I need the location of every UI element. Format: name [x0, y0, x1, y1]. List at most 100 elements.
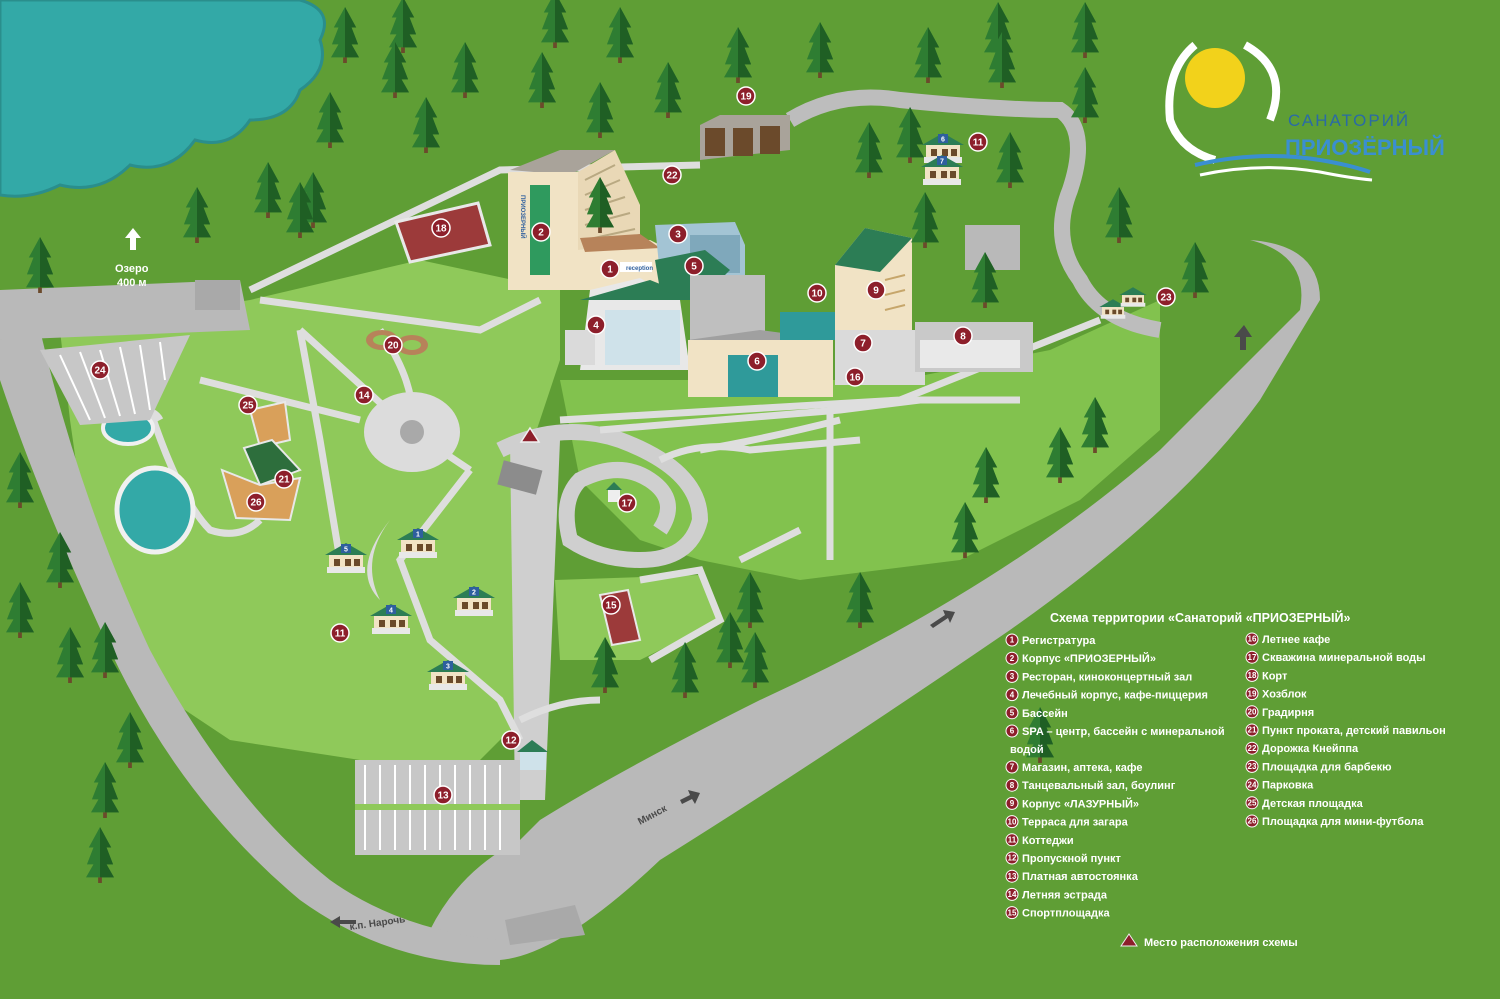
cottage-icon[interactable]: 5 — [325, 543, 367, 573]
legend-item-label: SPA – центр, бассейн с минеральной — [1022, 726, 1225, 738]
map-marker-number: 7 — [860, 339, 866, 350]
legend-item-label: Летнее кафе — [1262, 634, 1330, 646]
map-marker-13[interactable]: 13 — [433, 785, 453, 805]
map-marker-3[interactable]: 3 — [668, 224, 688, 244]
cottage-number: 3 — [446, 664, 450, 671]
map-marker-number: 16 — [849, 373, 861, 384]
map-marker-16[interactable]: 16 — [845, 367, 865, 387]
map-marker-11[interactable]: 11 — [968, 132, 988, 152]
cottage-number: 1 — [416, 532, 420, 539]
direction-arrow-icon — [330, 916, 356, 928]
map-marker-20[interactable]: 20 — [383, 335, 403, 355]
logo-line-1: САНАТОРИЙ — [1288, 111, 1410, 130]
cottage-icon[interactable]: 4 — [370, 604, 412, 634]
building-lazurny — [835, 228, 912, 330]
map-marker-number: 8 — [960, 332, 966, 343]
checkpoint-building — [517, 740, 548, 770]
map-marker-17[interactable]: 17 — [617, 493, 637, 513]
map-marker-18[interactable]: 18 — [431, 218, 451, 238]
map-marker-number: 22 — [666, 171, 678, 182]
legend-item-number: 6 — [1010, 727, 1015, 736]
direction-arrow-icon — [680, 790, 700, 804]
legend-item-number: 17 — [1248, 653, 1257, 662]
direction-arrow-icon — [930, 610, 955, 628]
map-marker-4[interactable]: 4 — [586, 315, 606, 335]
map-marker-6[interactable]: 6 — [747, 351, 767, 371]
map-marker-number: 3 — [675, 230, 681, 241]
legend-item-number: 23 — [1248, 762, 1257, 771]
legend-item-number: 8 — [1010, 781, 1015, 790]
building-treatment — [565, 278, 700, 370]
map-marker-number: 23 — [1160, 293, 1172, 304]
map-marker-15[interactable]: 15 — [601, 595, 621, 615]
lake-name: Озеро — [115, 263, 149, 275]
gate-lake — [195, 280, 240, 310]
map-marker-number: 25 — [242, 401, 254, 412]
map-marker-9[interactable]: 9 — [866, 280, 886, 300]
map-marker-number: 13 — [437, 791, 449, 802]
legend-item-number: 26 — [1248, 817, 1257, 826]
map-marker-22[interactable]: 22 — [662, 165, 682, 185]
map-marker-21[interactable]: 21 — [274, 469, 294, 489]
building-dance-hall — [915, 322, 1033, 372]
map-marker-number: 4 — [593, 321, 599, 332]
map-marker-12[interactable]: 12 — [501, 730, 521, 750]
map-marker-number: 18 — [435, 224, 447, 235]
map-marker-7[interactable]: 7 — [853, 333, 873, 353]
map-marker-14[interactable]: 14 — [354, 385, 374, 405]
map-marker-10[interactable]: 10 — [807, 283, 827, 303]
legend-item-number: 25 — [1248, 799, 1257, 808]
triangle-marker-icon — [519, 426, 541, 443]
map-marker-number: 20 — [387, 341, 399, 352]
cottage-icon[interactable]: 2 — [453, 586, 495, 616]
legend-item-label: Хозблок — [1262, 689, 1307, 701]
legend-location-note: Место расположения схемы — [1144, 937, 1298, 949]
legend-item-label: Корпус «ЛАЗУРНЫЙ» — [1022, 797, 1139, 810]
map-marker-5[interactable]: 5 — [684, 256, 704, 276]
service-yard — [965, 225, 1020, 270]
map-marker-2[interactable]: 2 — [531, 222, 551, 242]
cottage-icon[interactable]: 6 — [922, 133, 964, 163]
map-marker-8[interactable]: 8 — [953, 326, 973, 346]
legend-item-number: 1 — [1010, 636, 1015, 645]
map-marker-26[interactable]: 26 — [246, 492, 266, 512]
legend-item-label: Градирня — [1262, 707, 1314, 719]
map-marker-25[interactable]: 25 — [238, 395, 258, 415]
map-marker-24[interactable]: 24 — [90, 360, 110, 380]
legend-item-label: Магазин, аптека, кафе — [1022, 762, 1142, 774]
legend-item-number: 21 — [1248, 726, 1257, 735]
cottage-icon[interactable]: 3 — [427, 660, 469, 690]
building-sign: ПРИОЗЕРНЫЙ — [519, 195, 527, 239]
cottage-icon[interactable]: 1 — [397, 528, 439, 558]
legend-item-label: Корт — [1262, 670, 1288, 682]
legend-item-label: Корпус «ПРИОЗЕРНЫЙ» — [1022, 652, 1156, 665]
legend-item-number: 20 — [1248, 708, 1257, 717]
cottage-icon[interactable]: 7 — [921, 155, 963, 185]
map-marker-number: 2 — [538, 228, 544, 239]
legend-item-label: Площадка для барбекю — [1262, 761, 1392, 773]
map-marker-23[interactable]: 23 — [1156, 287, 1176, 307]
parking-south — [355, 760, 520, 855]
map-marker-1[interactable]: 1 — [600, 259, 620, 279]
map-marker-11[interactable]: 11 — [330, 623, 350, 643]
legend-item-label: Парковка — [1262, 780, 1314, 792]
map-marker-number: 12 — [505, 736, 517, 747]
map-marker-19[interactable]: 19 — [736, 86, 756, 106]
cottage-number: 6 — [941, 137, 945, 144]
legend-item-number: 19 — [1248, 689, 1257, 698]
